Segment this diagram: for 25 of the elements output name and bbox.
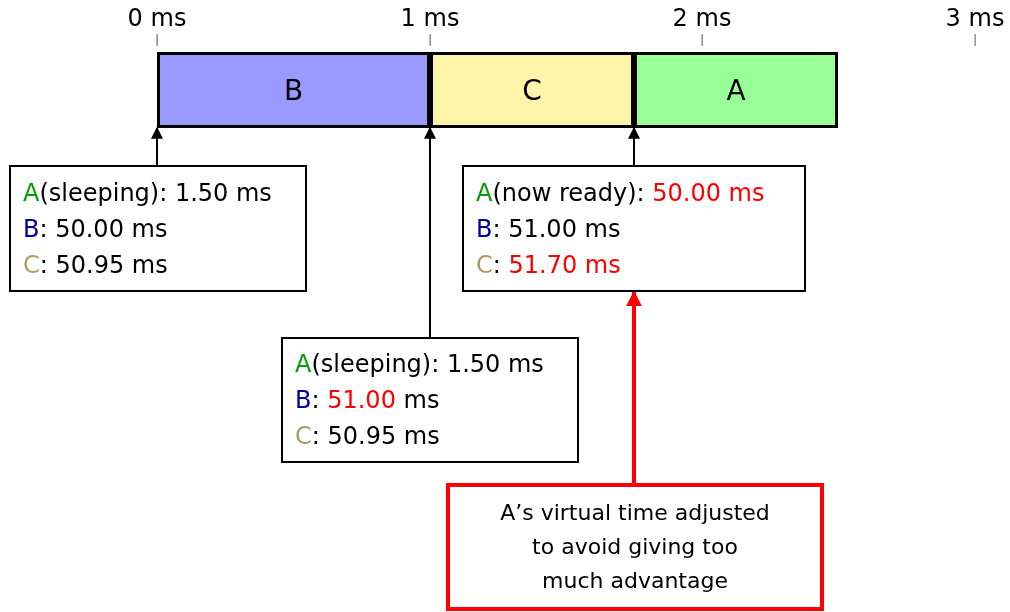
state-box xyxy=(462,165,806,292)
note-line: C: 50.95 ms xyxy=(295,421,441,452)
note-line: A(now ready): 50.00 ms xyxy=(476,177,766,209)
timeline-segment: B xyxy=(157,52,430,128)
note-line: A(sleeping): 1.50 ms xyxy=(23,177,273,209)
arrow xyxy=(628,126,640,166)
note-line: B: 50.00 ms xyxy=(23,213,169,245)
time-tick-label: 0 ms xyxy=(127,4,187,46)
callout-text: A’s virtual time adjusted to avoid giving too much advantage xyxy=(499,499,771,595)
state-box xyxy=(281,337,579,463)
arrow xyxy=(626,290,642,483)
note-line: B: 51.00 ms xyxy=(295,385,441,416)
timeline-segment: A xyxy=(634,52,838,128)
note-line: B: 51.00 ms xyxy=(476,213,622,245)
time-tick-label: 3 ms xyxy=(945,4,1005,46)
note-line: C: 50.95 ms xyxy=(23,249,169,281)
arrow xyxy=(424,126,436,338)
time-tick-label: 2 ms xyxy=(672,4,732,46)
callout-box xyxy=(446,483,824,611)
arrow xyxy=(151,126,163,166)
note-line: C: 51.70 ms xyxy=(476,249,622,281)
time-tick-label: 1 ms xyxy=(400,4,460,46)
note-line: A(sleeping): 1.50 ms xyxy=(295,349,545,380)
timeline-segment: C xyxy=(430,52,634,128)
state-box xyxy=(9,165,307,292)
